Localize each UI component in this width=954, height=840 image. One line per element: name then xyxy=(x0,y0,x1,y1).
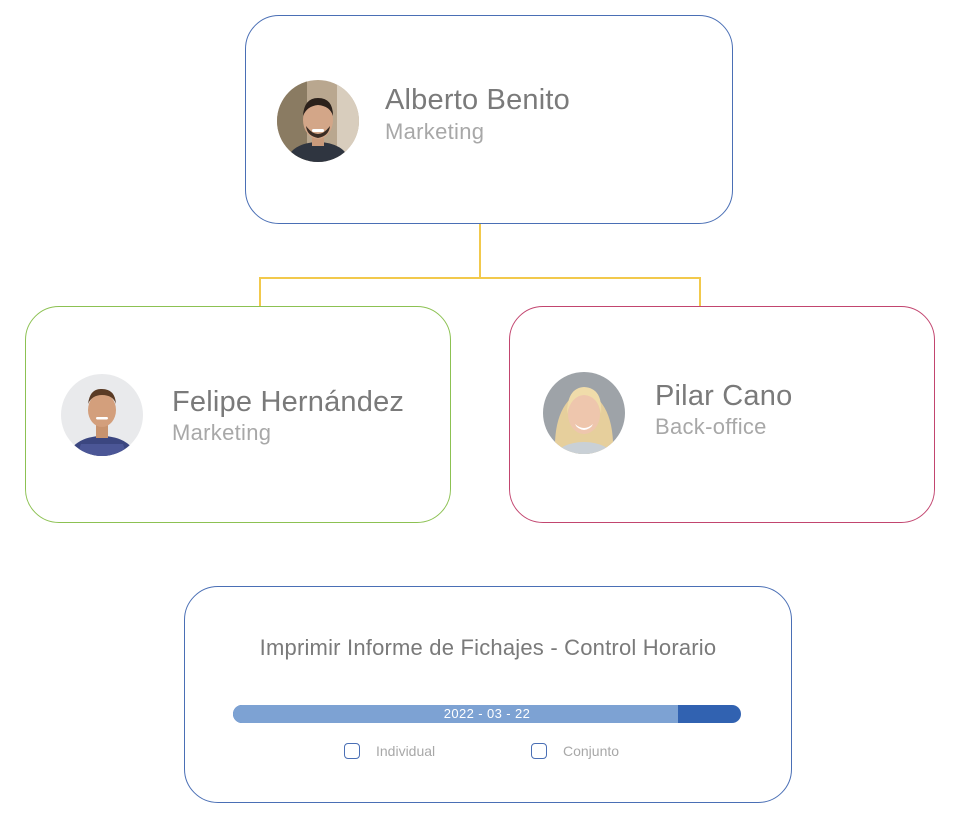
report-department-pilar: Back-office xyxy=(655,414,767,439)
org-connector-horizontal xyxy=(259,277,701,279)
option-label-conjunto: Conjunto xyxy=(563,743,620,759)
avatar-photo-icon xyxy=(543,372,625,454)
report-card-pilar-cano[interactable]: Pilar Cano Back-office xyxy=(509,306,935,523)
report-name-pilar: Pilar Cano xyxy=(655,380,793,412)
manager-name: Alberto Benito xyxy=(385,84,570,116)
report-panel-title: Imprimir Informe de Fichajes - Control H… xyxy=(259,635,717,660)
org-connector-right-drop xyxy=(699,277,701,306)
checkbox-individual[interactable] xyxy=(344,743,360,759)
org-connector-left-drop xyxy=(259,277,261,306)
report-name-felipe: Felipe Hernández xyxy=(172,386,405,418)
manager-department: Marketing xyxy=(385,119,485,144)
avatar-alberto-benito xyxy=(277,80,359,162)
org-connector-vertical xyxy=(479,224,481,278)
option-individual[interactable]: Individual xyxy=(344,741,435,761)
option-label-individual: Individual xyxy=(376,743,436,759)
avatar-felipe-hernandez xyxy=(61,374,143,456)
date-range-bar[interactable]: 2022 - 03 - 22 xyxy=(233,705,741,723)
option-conjunto[interactable]: Conjunto xyxy=(531,741,619,761)
date-label: 2022 - 03 - 22 xyxy=(443,706,531,721)
checkbox-conjunto[interactable] xyxy=(531,743,547,759)
report-department-felipe: Marketing xyxy=(172,420,272,445)
print-report-panel: Imprimir Informe de Fichajes - Control H… xyxy=(184,586,792,803)
avatar-pilar-cano xyxy=(543,372,625,454)
date-range-fill xyxy=(233,705,678,723)
avatar-photo-icon xyxy=(61,374,143,456)
report-card-felipe-hernandez[interactable]: Felipe Hernández Marketing xyxy=(25,306,451,523)
manager-card[interactable]: Alberto Benito Marketing xyxy=(245,15,733,224)
avatar-photo-icon xyxy=(277,80,359,162)
